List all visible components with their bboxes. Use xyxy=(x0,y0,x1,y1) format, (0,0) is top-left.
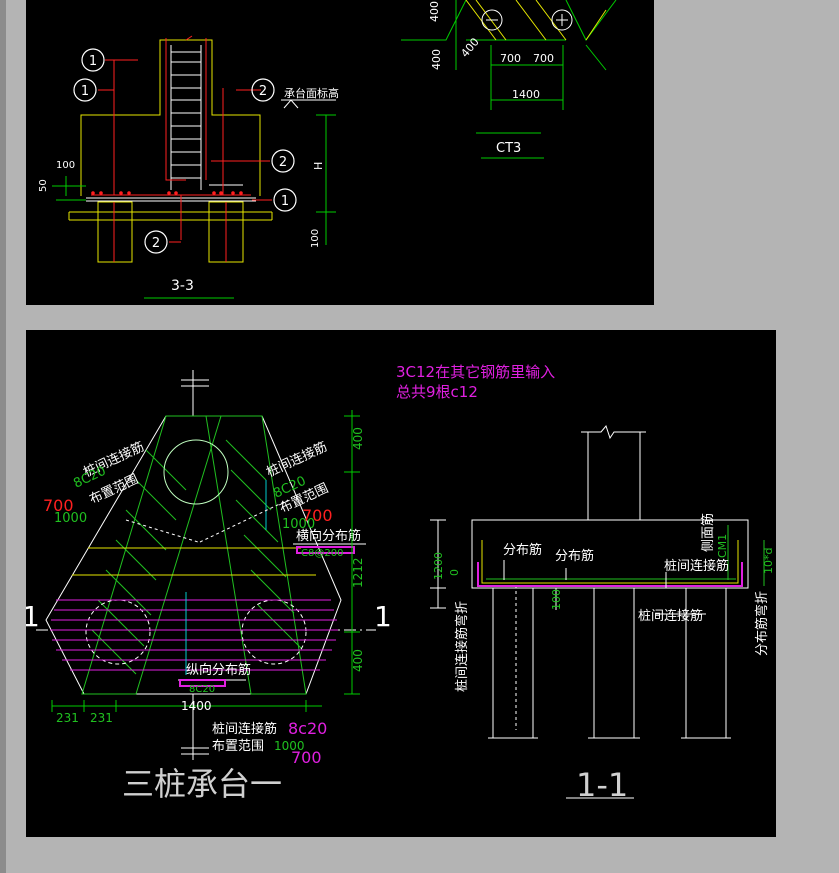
section-labels: 分布筋 分布筋 侧面筋 CM1 桩间连接筋 桩间连接筋 桩间连接筋弯折 分布筋弯… xyxy=(454,513,775,692)
callout-circles xyxy=(73,48,297,254)
cap-elevation-label: 承台面标高 xyxy=(284,86,339,100)
right-green-1000: 1000 xyxy=(282,517,315,532)
callout-label: 2 xyxy=(152,236,160,251)
cap-rebar xyxy=(91,35,251,262)
dim-400-top: 400 xyxy=(351,427,365,450)
ct3-dim-700: 700 xyxy=(500,52,521,65)
bend-right-label: 分布筋弯折 xyxy=(754,591,770,656)
plan-dimensions: 400 1212 400 231 231 xyxy=(56,427,365,725)
bottom-link-label: 桩间连接筋 xyxy=(212,721,277,737)
leader-lines xyxy=(98,59,272,243)
rebar-dots xyxy=(91,191,243,195)
callout-label: 1 xyxy=(89,54,97,69)
transverse-label: 横向分布筋 xyxy=(296,528,361,544)
section-outline xyxy=(471,424,749,739)
callout-label: 2 xyxy=(279,155,287,170)
callout-label: 1 xyxy=(81,84,89,99)
link-bar-label-lower: 桩间连接筋 xyxy=(638,608,703,624)
dim-100-lower: 100 xyxy=(310,229,321,248)
bottom-700: 700 xyxy=(291,748,322,767)
section-mark-left: 1 xyxy=(26,600,40,633)
left-red-700: 700 xyxy=(43,496,74,515)
dim-231: 231 xyxy=(56,711,79,725)
dim-231: 231 xyxy=(90,711,113,725)
left-green-1000: 1000 xyxy=(54,511,87,526)
dim-h: H xyxy=(312,162,325,170)
section-bars-yellow xyxy=(481,540,739,584)
ct3-dim-400: 400 xyxy=(428,1,441,22)
cad-drawing-three-pile-cap[interactable]: 3C12在其它钢筋里输入 总共9根c12 xyxy=(26,330,776,837)
section-mark-right: 1 xyxy=(374,600,392,633)
ct3-plan xyxy=(401,0,617,159)
longitudinal-spec: 8C20 xyxy=(189,684,215,695)
side-bar-spec: CM1 xyxy=(716,534,729,558)
link-ranges xyxy=(125,499,289,543)
right-link-label: 桩间连接筋 xyxy=(264,439,330,481)
cad-drawing-section-3-3[interactable]: 1 1 2 2 1 2 承台面标高 H 100 50 100 3-3 xyxy=(26,0,654,305)
right-red-700: 700 xyxy=(302,506,333,525)
callout-label: 1 xyxy=(281,194,289,209)
bottom-link-spec: 8c20 xyxy=(288,719,327,738)
link-bar-label-upper: 桩间连接筋 xyxy=(664,558,729,574)
callout-labels: 1 1 2 2 1 2 xyxy=(81,54,289,251)
plan-title: 三桩承台一 xyxy=(122,765,282,803)
yellow-bars xyxy=(72,547,316,576)
ct3-piles xyxy=(481,9,573,31)
transverse-bar-callout-box xyxy=(296,546,355,554)
dim-100: 100 xyxy=(56,160,75,171)
section-dimension-lines xyxy=(430,519,557,610)
dim-1400: 1400 xyxy=(181,699,212,713)
dist-bar-label: 分布筋 xyxy=(503,542,542,558)
note-line-2: 总共9根c12 xyxy=(396,383,478,401)
dim-50: 50 xyxy=(38,179,49,192)
section-leaders xyxy=(503,560,706,615)
note-line-1: 3C12在其它钢筋里输入 xyxy=(396,363,555,381)
section-bars-green xyxy=(486,525,765,586)
bottom-range-label: 布置范围 xyxy=(212,739,264,754)
side-bar-label: 侧面筋 xyxy=(700,513,716,552)
link-bar-strips xyxy=(81,415,307,695)
dimension-lines xyxy=(52,114,336,245)
section-3-3-canvas: 1 1 2 2 1 2 承台面标高 H 100 50 100 3-3 xyxy=(38,0,617,299)
dim-400-bottom: 400 xyxy=(351,649,365,672)
ct3-dim-700: 700 xyxy=(533,52,554,65)
ct3-dim-400: 400 xyxy=(430,49,443,70)
ct3-dim-400: 400 xyxy=(458,35,481,59)
callout-label: 2 xyxy=(259,84,267,99)
dim-1212: 1212 xyxy=(351,557,365,588)
longitudinal-bar-callout-box xyxy=(179,679,226,687)
ten-d-label: 10*d xyxy=(762,548,775,574)
three-pile-cap-canvas: 3C12在其它钢筋里输入 总共9根c12 xyxy=(26,363,775,804)
dim-100: 100 xyxy=(550,589,563,610)
dist-bar-label: 分布筋 xyxy=(555,548,594,564)
section-title-3-3: 3-3 xyxy=(171,278,194,294)
section-dimensions: 1200 0 100 xyxy=(432,552,563,610)
longitudinal-label: 纵向分布筋 xyxy=(186,662,251,678)
bend-left-label: 桩间连接筋弯折 xyxy=(454,601,470,692)
workspace-left-rail xyxy=(0,0,6,873)
dim-0: 0 xyxy=(448,569,461,576)
ct3-label: CT3 xyxy=(496,141,521,156)
column-reinforcement xyxy=(86,45,256,202)
transverse-bars xyxy=(50,599,338,671)
transverse-spec: C8@200 xyxy=(301,548,343,559)
dim-1200: 1200 xyxy=(432,552,445,580)
section-bars-magenta xyxy=(477,562,743,587)
elevation-marker xyxy=(281,99,336,109)
ct3-dim-1400: 1400 xyxy=(512,88,540,101)
cyan-bars xyxy=(185,480,267,675)
plan-dimension-lines xyxy=(51,410,360,712)
bottom-green-1000: 1000 xyxy=(274,739,305,753)
